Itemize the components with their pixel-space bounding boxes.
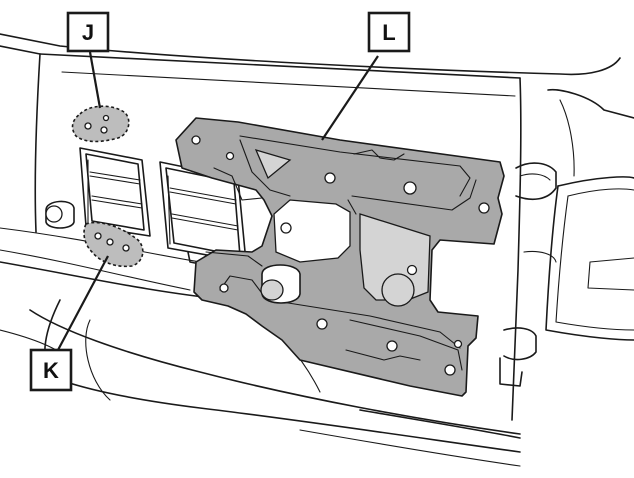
leader-j [88,51,102,109]
leader-k [57,255,109,351]
spare-tire-bracket [175,117,505,397]
part-j-hole [100,126,108,134]
callout-j-label: J [82,20,94,45]
callout-k-label: K [43,358,59,383]
leader-l [321,55,379,141]
part-k-hole [94,232,102,240]
left-vent [79,147,151,237]
callout-l-label: L [382,20,395,45]
callout-l: L [367,11,411,53]
part-j-plate [71,105,130,143]
part-j-hole [102,114,110,122]
part-k-hole [106,238,114,246]
part-k-hole [122,244,130,252]
part-k-plate [83,221,144,268]
left-stud [45,200,75,229]
callout-k: K [29,348,73,392]
part-j-hole [84,122,92,130]
callout-j: J [66,11,110,53]
